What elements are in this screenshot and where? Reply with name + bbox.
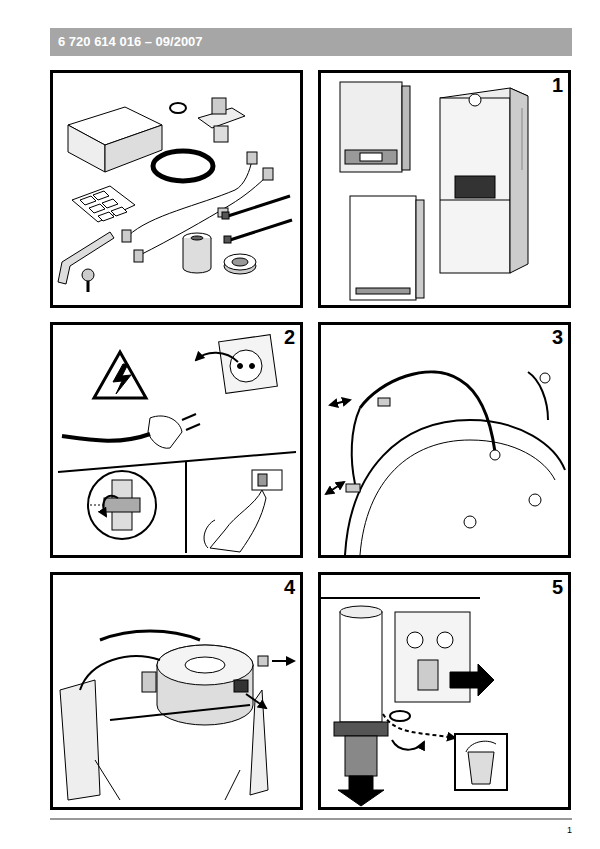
step-number: 3	[552, 326, 563, 348]
footer-rule	[50, 818, 572, 820]
step-number: 1	[552, 74, 563, 96]
cable-disconnect	[326, 372, 565, 555]
page-number: 1	[567, 826, 572, 836]
siphon-removal	[320, 598, 507, 806]
panel-frames	[52, 72, 570, 809]
step-number: 4	[284, 576, 295, 598]
boiler-models	[340, 82, 528, 300]
document-code: 6 720 614 016 – 09/2007	[50, 28, 572, 56]
fan-unit	[60, 631, 294, 800]
power-off-steps	[58, 335, 296, 553]
step-number: 5	[552, 576, 563, 598]
step-number: 2	[284, 326, 295, 348]
parts-kit	[58, 98, 292, 292]
